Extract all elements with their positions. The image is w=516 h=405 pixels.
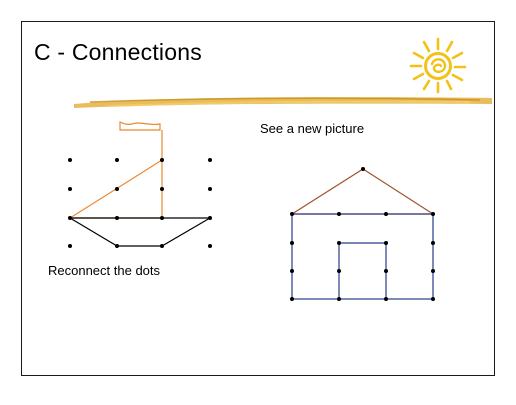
slide-title: C - Connections bbox=[34, 39, 202, 65]
title-underline bbox=[74, 97, 492, 108]
house-roof bbox=[291, 168, 434, 215]
boat-dot-grid bbox=[68, 158, 212, 248]
caption-new-picture: See a new picture bbox=[260, 121, 365, 136]
house-door bbox=[338, 242, 387, 299]
house-dot-grid bbox=[290, 167, 435, 301]
boat-drawing bbox=[67, 121, 211, 247]
house-drawing bbox=[291, 168, 434, 300]
boat-hull bbox=[69, 217, 211, 247]
sun-icon bbox=[409, 37, 467, 94]
boat-flag bbox=[119, 121, 161, 131]
caption-reconnect-dots: Reconnect the dots bbox=[48, 263, 161, 278]
house-walls bbox=[291, 213, 434, 300]
